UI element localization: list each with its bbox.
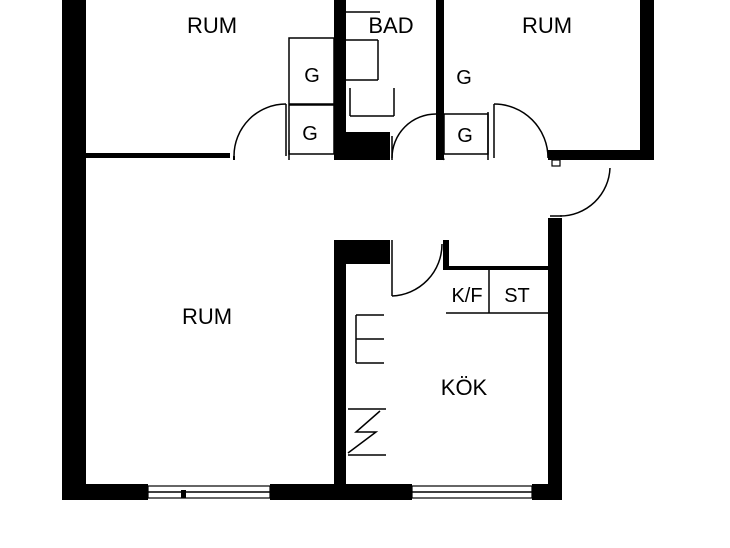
room-label-bad: BAD — [368, 13, 413, 38]
fixture-label-g-3: G — [456, 67, 472, 89]
east-wall-upper — [640, 0, 654, 160]
wall-stub-marker — [551, 159, 561, 167]
kitchen-counter-lower — [347, 408, 386, 456]
fixture-label-kf: K/F — [451, 285, 482, 307]
kitchen-wall-top-right-horizontal — [443, 266, 548, 270]
south-wall-seg-1 — [62, 484, 148, 500]
east-wall-lower — [548, 218, 562, 500]
kitchen-counter-upper — [355, 314, 384, 364]
fixture-label-g-4: G — [457, 125, 473, 147]
partition-top-left-room — [86, 153, 230, 158]
fixture-label-g-1: G — [304, 65, 320, 87]
room-label-kok: KÖK — [441, 375, 488, 400]
window-south-right — [411, 485, 533, 499]
door-top-left-room — [233, 103, 287, 160]
closet-top-left — [288, 37, 335, 160]
bathroom-wall-left — [334, 0, 346, 160]
closet-right — [441, 112, 489, 161]
kitchen-wall-left — [334, 240, 346, 500]
door-east-hall — [550, 167, 611, 217]
door-top-right-room — [493, 103, 549, 159]
door-bathroom — [391, 113, 437, 160]
kitchen-fridge-stove-block — [446, 270, 548, 314]
room-label-rum-top-left: RUM — [187, 13, 237, 38]
fixture-label-st: ST — [504, 285, 530, 307]
fixture-label-g-2: G — [302, 123, 318, 145]
bathroom-wall-bottom-block — [334, 132, 390, 160]
room-label-rum-top-right: RUM — [522, 13, 572, 38]
kitchen-wall-top-block — [334, 240, 390, 264]
south-wall-seg-3 — [532, 484, 562, 500]
window-south-left — [147, 485, 271, 499]
bathroom-wall-right — [436, 0, 444, 160]
partition-top-right-room — [548, 150, 654, 160]
room-label-rum-large: RUM — [182, 304, 232, 329]
bathroom-fixtures — [346, 11, 395, 117]
door-kitchen — [391, 240, 443, 297]
west-wall — [62, 0, 86, 500]
kitchen-wall-top-right — [443, 240, 449, 270]
